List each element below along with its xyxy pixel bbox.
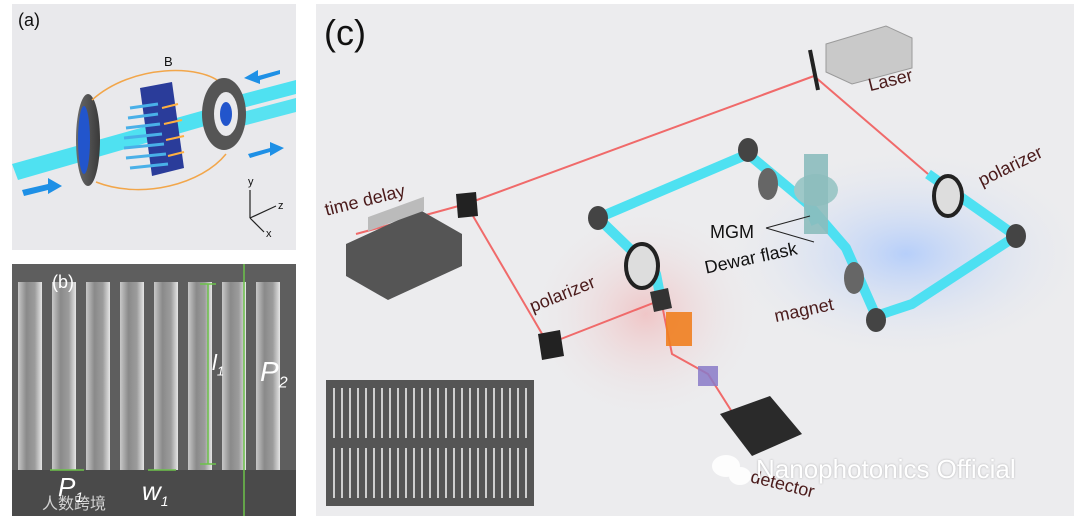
magnet-right: [844, 262, 864, 294]
axes-triad: [249, 190, 277, 233]
beam-splitter: [650, 288, 672, 312]
panel-a-illustration: [12, 69, 296, 233]
time-delay-prism: [368, 196, 424, 232]
red-beam-path: [355, 75, 929, 435]
laser-box: [825, 25, 913, 85]
p2-symbol: P: [260, 356, 279, 387]
blue-arrows: [22, 70, 284, 196]
p1-subscript: 1: [75, 489, 84, 506]
beam-caps: [588, 138, 1026, 332]
p1-label: P1: [58, 472, 83, 505]
panel-b: (b) l1 P2 P1 w1 人数跨境: [12, 264, 296, 516]
w1-subscript: 1: [160, 493, 169, 510]
l1-subscript: 1: [216, 363, 225, 379]
left-ring-inner: [78, 106, 90, 174]
dewar-body: [804, 154, 828, 234]
cyan-beam-in: [12, 108, 212, 180]
watermark-cn: 人数跨境: [42, 496, 107, 513]
panel-b-label: (b): [52, 272, 74, 292]
field-line-bottom: [95, 153, 227, 191]
l1-label: l1: [212, 350, 224, 378]
spin-arrows: [161, 103, 185, 157]
sem-dimension-lines: [50, 264, 245, 516]
label-mgm: MGM: [710, 222, 754, 242]
mirror-time-delay: [456, 192, 478, 218]
l1-symbol: l: [212, 350, 217, 375]
p2-subscript: 2: [278, 374, 288, 392]
purple-cube: [698, 366, 718, 386]
detector-box: [720, 396, 802, 456]
axis-x-label: x: [266, 228, 272, 240]
sem-base: [12, 470, 296, 516]
panel-c-label: (c): [324, 12, 366, 53]
wechat-icon: [712, 455, 751, 485]
panel-a: (a) B y z x: [12, 4, 296, 250]
magnet-left: [758, 168, 778, 200]
sem-image: [12, 264, 296, 516]
p1-symbol: P: [58, 472, 76, 502]
panel-a-label: (a): [18, 10, 40, 30]
grating-block: [140, 82, 184, 176]
polarizer-left-disc: [624, 242, 660, 290]
field-line-top: [91, 69, 223, 101]
setup-diagram: [326, 25, 1074, 506]
axis-y-label: y: [248, 176, 254, 188]
w1-label: w1: [142, 476, 169, 509]
mirror-lower-left: [538, 330, 564, 360]
w1-symbol: w: [142, 476, 161, 506]
laser-mirror: [808, 49, 820, 91]
watermark-text: Nanophotonics Official: [756, 454, 1016, 484]
right-ring-core: [220, 102, 232, 126]
field-b-label: B: [164, 54, 173, 69]
polarizer-right-disc: [932, 174, 964, 218]
orange-filter: [666, 312, 692, 346]
mgm-pointer: [765, 215, 815, 243]
sem-inset-fins: [333, 388, 527, 498]
time-delay-stage: [346, 210, 462, 300]
axis-z-label: z: [278, 200, 284, 212]
panel-c: (c) Laser polarizer time delay MGM Dewar…: [316, 4, 1074, 516]
p2-label: P2: [260, 356, 288, 393]
grating-teeth: [123, 102, 169, 170]
